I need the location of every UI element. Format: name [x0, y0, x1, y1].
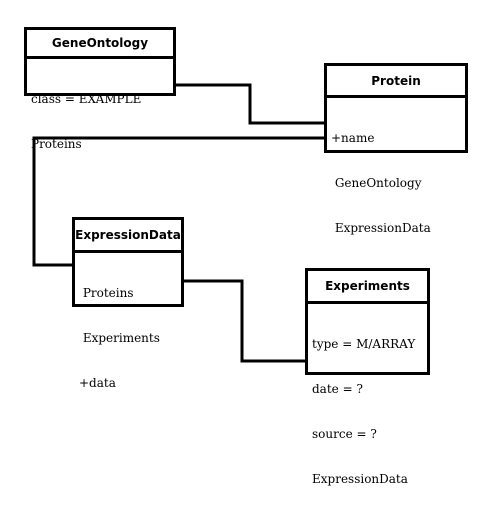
class-title: Protein [327, 66, 465, 98]
attribute: Proteins [31, 137, 82, 151]
class-attributes: Proteins Experiments +data [75, 253, 181, 424]
attribute: ExpressionData [331, 221, 431, 235]
class-attributes: +name GeneOntology ExpressionData [327, 98, 465, 269]
class-attributes: type = M/ARRAY date = ? source = ? Expre… [308, 304, 427, 520]
class-box-expressiondata[interactable]: ExpressionData Proteins Experiments +dat… [72, 217, 184, 390]
attribute: source = ? [312, 427, 377, 441]
class-title: Experiments [308, 271, 427, 304]
class-title: ExpressionData [75, 220, 181, 253]
attribute: ExpressionData [312, 472, 408, 486]
class-box-experiments[interactable]: Experiments type = M/ARRAY date = ? sour… [305, 268, 430, 486]
link-geneontology-protein [176, 83, 324, 125]
association-lines [32, 83, 324, 363]
link-protein-expressiondata [32, 136, 324, 267]
attribute: Experiments [79, 331, 160, 345]
attribute: GeneOntology [331, 176, 422, 190]
attribute: +data [79, 376, 116, 390]
class-box-geneontology[interactable]: GeneOntology class = EXAMPLE Proteins [24, 27, 176, 151]
attribute: Proteins [79, 286, 134, 300]
class-attributes: class = EXAMPLE Proteins [27, 59, 173, 185]
class-box-protein[interactable]: Protein +name GeneOntology ExpressionDat… [324, 63, 468, 235]
link-expressiondata-experiments [184, 279, 305, 363]
attribute: type = M/ARRAY [312, 337, 416, 351]
attribute: class = EXAMPLE [31, 92, 142, 106]
class-title: GeneOntology [27, 30, 173, 59]
attribute: +name [331, 131, 375, 145]
attribute: date = ? [312, 382, 363, 396]
